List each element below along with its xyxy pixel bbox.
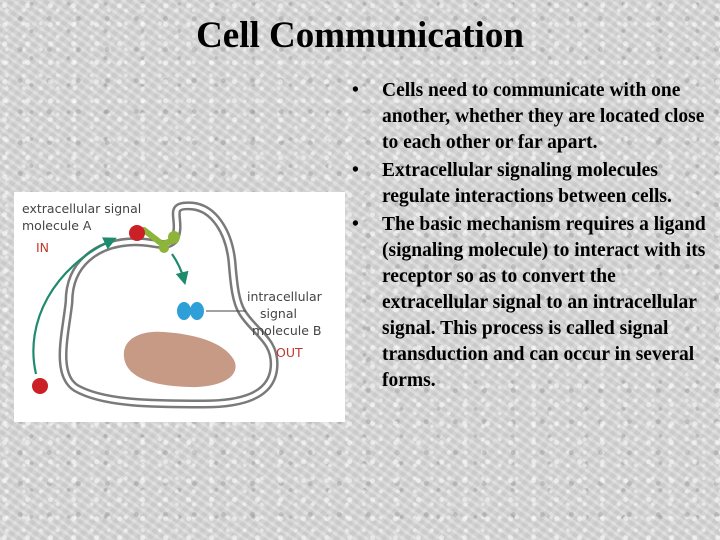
bullet-dot: •: [352, 160, 359, 181]
label-extracellular-2: molecule A: [22, 218, 92, 233]
signal-molecule-a-free: [32, 378, 48, 394]
arrow-to-molecule-b: [171, 253, 189, 286]
label-out: OUT: [276, 345, 303, 360]
bullet-item: • Cells need to communicate with one ano…: [352, 78, 714, 156]
label-intracellular-3: molecule B: [252, 323, 322, 338]
label-extracellular-1: extracellular signal: [22, 201, 141, 216]
label-intracellular-1: intracellular: [247, 289, 323, 304]
signal-molecule-a-bound: [129, 225, 145, 241]
arrow-in: [32, 237, 117, 375]
cell-diagram-svg: extracellular signal molecule A IN intra…: [22, 201, 323, 409]
label-intracellular-2: signal: [260, 306, 297, 321]
slide-title: Cell Communication: [196, 15, 524, 56]
nucleus: [123, 331, 236, 388]
bullet-item: • Extracellular signaling molecules regu…: [352, 158, 714, 210]
bullet-dot: •: [352, 80, 359, 101]
bullet-list: • Cells need to communicate with one ano…: [352, 78, 714, 396]
label-in: IN: [36, 240, 49, 255]
receptor-icon: [141, 227, 180, 253]
bullet-item: • The basic mechanism requires a ligand …: [352, 212, 714, 394]
bullet-text: Cells need to communicate with one anoth…: [382, 80, 705, 153]
cell-membrane-inner: [61, 203, 277, 407]
bullet-text: The basic mechanism requires a ligand (s…: [382, 214, 706, 391]
signal-molecule-b-icon: [177, 302, 204, 320]
bullet-dot: •: [352, 214, 359, 235]
cell-signaling-diagram: extracellular signal molecule A IN intra…: [14, 192, 345, 422]
bullet-text: Extracellular signaling molecules regula…: [382, 160, 672, 207]
